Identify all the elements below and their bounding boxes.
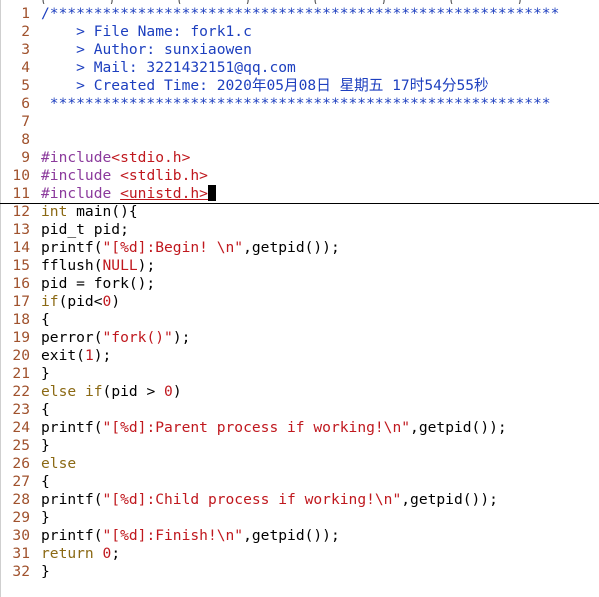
code-line[interactable]: 14 printf("[%d]:Begin! \n",getpid()); <box>0 239 599 257</box>
code-line[interactable]: 1 /**************************************… <box>0 5 599 23</box>
line-text: } <box>41 563 50 580</box>
code-line[interactable]: 6 **************************************… <box>0 95 599 113</box>
line-text: > Author: sunxiaowen <box>41 41 252 58</box>
code-line[interactable]: 20 exit(1); <box>0 347 599 365</box>
line-number: 14 <box>12 239 30 256</box>
line-text: return 0; <box>41 545 121 562</box>
line-text: perror("fork()"); <box>41 329 191 346</box>
code-line[interactable]: 28 printf("[%d]:Child process if working!… <box>0 491 599 509</box>
line-text: } <box>41 365 50 382</box>
line-number: 1 <box>21 5 30 22</box>
code-line[interactable]: 21} <box>0 365 599 383</box>
line-text: } <box>41 437 50 454</box>
line-text: printf("[%d]:Parent process if working!\… <box>41 419 507 436</box>
code-line[interactable]: 2 > File Name: fork1.c <box>0 23 599 41</box>
line-number: 23 <box>12 401 30 418</box>
line-number: 5 <box>21 77 30 94</box>
line-text: > Created Time: 2020年05月08日 星期五 17时54分55… <box>41 77 489 94</box>
code-line[interactable]: 16 pid = fork(); <box>0 275 599 293</box>
code-line[interactable]: 19 perror("fork()"); <box>0 329 599 347</box>
code-line[interactable]: 17 if(pid<0) <box>0 293 599 311</box>
line-text: printf("[%d]:Child process if working!\n… <box>41 491 498 508</box>
line-number: 30 <box>12 527 30 544</box>
code-line[interactable]: 27 { <box>0 473 599 491</box>
code-line[interactable]: 23 { <box>0 401 599 419</box>
line-text: > File Name: fork1.c <box>41 23 252 40</box>
line-text: exit(1); <box>41 347 112 364</box>
code-line[interactable]: 8 <box>0 131 599 149</box>
line-number: 21 <box>12 365 30 382</box>
line-number: 20 <box>12 347 30 364</box>
line-number: 24 <box>12 419 30 436</box>
gutter-rule <box>0 0 1 597</box>
text-cursor <box>207 185 216 201</box>
code-line[interactable]: 22 else if(pid > 0) <box>0 383 599 401</box>
code-line[interactable]: 32} <box>0 563 599 581</box>
line-number: 2 <box>21 23 30 40</box>
line-text: #include <unistd.h> <box>41 185 216 203</box>
line-text: printf("[%d]:Finish!\n",getpid()); <box>41 527 340 544</box>
line-number: 15 <box>12 257 30 274</box>
line-text: { <box>41 311 50 328</box>
line-number: 4 <box>21 59 30 76</box>
code-line[interactable]: 30 printf("[%d]:Finish!\n",getpid()); <box>0 527 599 545</box>
line-text: ****************************************… <box>41 95 551 112</box>
line-text: else if(pid > 0) <box>41 383 182 400</box>
code-line[interactable]: 18 { <box>0 311 599 329</box>
code-line[interactable]: 12 int main(){ <box>0 203 599 221</box>
line-number: 16 <box>12 275 30 292</box>
line-text: { <box>41 473 50 490</box>
line-text: pid_t pid; <box>41 221 129 238</box>
line-number: 7 <box>21 113 30 130</box>
line-number: 9 <box>21 149 30 166</box>
line-number: 17 <box>12 293 30 310</box>
line-number: 25 <box>12 437 30 454</box>
line-text: int main(){ <box>41 203 138 220</box>
line-number: 19 <box>12 329 30 346</box>
line-number: 18 <box>12 311 30 328</box>
line-text: pid = fork(); <box>41 275 156 292</box>
line-text: #include <stdlib.h> <box>41 167 208 184</box>
code-line[interactable]: 4 > Mail: 3221432151@qq.com <box>0 59 599 77</box>
line-number: 31 <box>12 545 30 562</box>
line-text: fflush(NULL); <box>41 257 156 274</box>
line-number: 27 <box>12 473 30 490</box>
code-line[interactable]: 25} <box>0 437 599 455</box>
line-number: 11 <box>12 185 30 202</box>
code-line[interactable]: 29} <box>0 509 599 527</box>
line-number: 10 <box>12 167 30 184</box>
code-line[interactable]: 13 pid_t pid; <box>0 221 599 239</box>
line-text: } <box>41 509 50 526</box>
line-text: else <box>41 455 77 472</box>
line-number: 12 <box>12 203 30 220</box>
line-number: 8 <box>21 131 30 148</box>
code-line[interactable]: 11 #include <unistd.h> <box>0 185 599 204</box>
line-text: /***************************************… <box>41 5 560 22</box>
line-text: if(pid<0) <box>41 293 121 310</box>
code-line[interactable]: 9 #include<stdio.h> <box>0 149 599 167</box>
line-text: printf("[%d]:Begin! \n",getpid()); <box>41 239 340 256</box>
code-line[interactable]: 15 fflush(NULL); <box>0 257 599 275</box>
top-partial-row: ()()()() <box>0 0 599 4</box>
line-number: 22 <box>12 383 30 400</box>
code-line[interactable]: 10 #include <stdlib.h> <box>0 167 599 185</box>
line-text: { <box>41 401 50 418</box>
line-number: 3 <box>21 41 30 58</box>
line-number: 13 <box>12 221 30 238</box>
code-line[interactable]: 5 > Created Time: 2020年05月08日 星期五 17时54分… <box>0 77 599 95</box>
line-number: 29 <box>12 509 30 526</box>
code-line[interactable]: 3 > Author: sunxiaowen <box>0 41 599 59</box>
line-number: 26 <box>12 455 30 472</box>
line-number: 6 <box>21 95 30 112</box>
code-line[interactable]: 24 printf("[%d]:Parent process if working… <box>0 419 599 437</box>
code-line[interactable]: 31 return 0; <box>0 545 599 563</box>
line-text: #include<stdio.h> <box>41 149 191 166</box>
line-number: 28 <box>12 491 30 508</box>
code-line[interactable]: 26 else <box>0 455 599 473</box>
line-text: > Mail: 3221432151@qq.com <box>41 59 296 76</box>
code-line[interactable]: 7 <box>0 113 599 131</box>
line-number: 32 <box>12 563 30 580</box>
